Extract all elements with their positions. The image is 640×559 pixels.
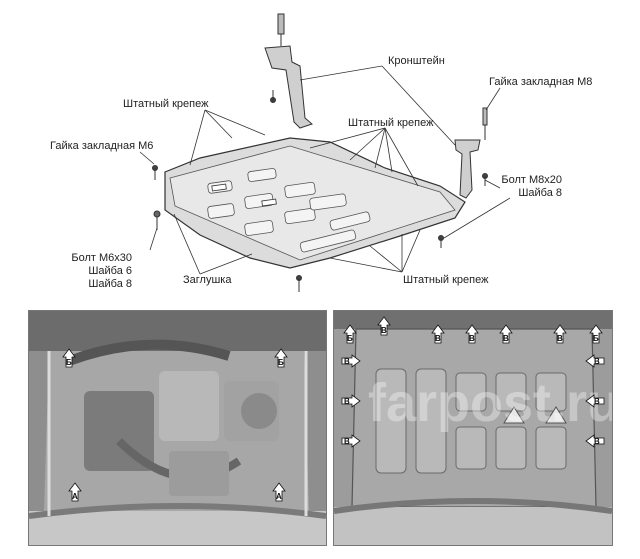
bracket-right bbox=[454, 139, 481, 199]
svg-text:В: В bbox=[557, 334, 563, 343]
label-nut-m8: Гайка закладная М8 bbox=[489, 76, 593, 88]
marker-a-left: А bbox=[68, 482, 82, 502]
svg-text:А: А bbox=[276, 492, 282, 501]
marker-side-1: В bbox=[341, 394, 361, 408]
svg-text:В: В bbox=[344, 437, 350, 446]
photo-after-install: farpost.ru Б В В В bbox=[333, 310, 613, 546]
label-bolt-m6: Болт М6х30 Шайба 6 Шайба 8 bbox=[62, 252, 132, 291]
svg-text:В: В bbox=[594, 357, 600, 366]
exploded-assembly-drawing bbox=[139, 13, 511, 292]
label-bolt-m8-line2: Шайба 8 bbox=[518, 187, 562, 199]
svg-text:Б: Б bbox=[278, 358, 284, 367]
svg-text:В: В bbox=[469, 334, 475, 343]
photo-before-install: Б Б А А bbox=[28, 310, 327, 546]
watermark: farpost.ru bbox=[368, 373, 612, 433]
photo-right-top-markers: Б В В В В bbox=[343, 316, 603, 344]
marker-top-5: В bbox=[553, 324, 567, 344]
label-std-fastener-bottom: Штатный крепеж bbox=[403, 274, 489, 286]
plate-vents bbox=[211, 183, 277, 207]
label-bolt-m6-line1: Болт М6х30 bbox=[71, 252, 132, 264]
marker-side-5: В bbox=[585, 434, 605, 448]
marker-side-0: В bbox=[341, 354, 361, 368]
svg-text:В: В bbox=[594, 437, 600, 446]
marker-top-4: В bbox=[499, 324, 513, 344]
marker-side-3: В bbox=[585, 354, 605, 368]
svg-text:В: В bbox=[435, 334, 441, 343]
svg-text:Б: Б bbox=[66, 358, 72, 367]
marker-a-right: А bbox=[272, 482, 286, 502]
bracket-left bbox=[264, 45, 313, 129]
svg-text:В: В bbox=[344, 357, 350, 366]
label-plug: Заглушка bbox=[183, 274, 232, 286]
svg-text:В: В bbox=[381, 326, 387, 335]
marker-side-2: В bbox=[341, 434, 361, 448]
photo-left-markers: Б Б А А bbox=[62, 348, 288, 502]
marker-b-left: Б bbox=[62, 348, 76, 368]
marker-top-0: Б bbox=[343, 324, 357, 344]
svg-text:А: А bbox=[72, 492, 78, 501]
photo-right-side-markers: В В В В В bbox=[341, 354, 605, 448]
svg-text:Б: Б bbox=[347, 334, 353, 343]
label-bolt-m8-line1: Болт М8х20 bbox=[501, 174, 562, 186]
marker-top-3: В bbox=[465, 324, 479, 344]
label-nut-m6: Гайка закладная М6 bbox=[50, 140, 154, 152]
marker-b-right: Б bbox=[274, 348, 288, 368]
marker-top-6: Б bbox=[589, 324, 603, 344]
marker-side-4: В bbox=[585, 394, 605, 408]
label-bolt-m8: Болт М8х20 Шайба 8 bbox=[498, 174, 562, 200]
label-bolt-m6-line2: Шайба 6 bbox=[88, 265, 132, 277]
label-bolt-m6-line3: Шайба 8 bbox=[88, 278, 132, 290]
svg-text:В: В bbox=[344, 397, 350, 406]
label-bracket: Кронштейн bbox=[388, 55, 445, 67]
label-std-fastener-top: Штатный крепеж bbox=[348, 117, 434, 129]
marker-top-2: В bbox=[431, 324, 445, 344]
svg-text:Б: Б bbox=[593, 334, 599, 343]
svg-text:В: В bbox=[503, 334, 509, 343]
marker-top-1: В bbox=[377, 316, 391, 336]
label-std-fastener-left: Штатный крепеж bbox=[123, 98, 209, 110]
svg-text:В: В bbox=[594, 397, 600, 406]
